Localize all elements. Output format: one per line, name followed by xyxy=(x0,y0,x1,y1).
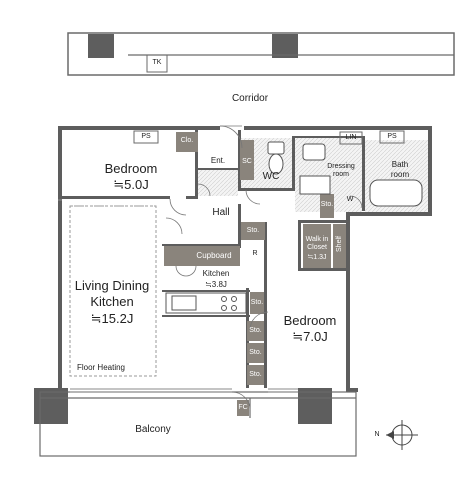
kitchen-counter xyxy=(165,292,247,314)
wc-label: WC xyxy=(262,171,280,182)
walk-in-closet-label: Walk in Closet xyxy=(305,236,329,251)
sto-dressing-label: Sto. xyxy=(320,201,334,208)
sto-hall-label: Sto. xyxy=(246,227,260,234)
column-left xyxy=(34,388,68,424)
kitchen-name: Kitchen xyxy=(202,269,230,278)
corridor-block xyxy=(67,32,455,76)
windows xyxy=(58,199,298,393)
walk-in-closet-size: ≒1.3J xyxy=(307,254,327,261)
wc-fixtures xyxy=(267,141,423,207)
cupboard-label: Cupboard xyxy=(196,251,232,260)
outer-walls xyxy=(58,126,432,392)
corridor-label: Corridor xyxy=(231,93,269,104)
dressing-room-label: Dressing room xyxy=(327,163,355,178)
tk-label: TK xyxy=(152,59,162,66)
living-name: Living Dining Kitchen xyxy=(74,278,150,309)
door-swings xyxy=(165,125,363,411)
balcony-label: Balcony xyxy=(135,424,171,435)
lin-label: LIN xyxy=(345,134,357,141)
sc-label: SC xyxy=(242,158,252,165)
floor-heating-label: Floor Heating xyxy=(76,363,126,372)
clo-label: Clo. xyxy=(180,137,194,144)
ps-left-label: PS xyxy=(141,133,151,140)
sto-3-label: Sto. xyxy=(249,371,262,378)
bath-room-label: Bath room xyxy=(390,160,410,179)
floor-heating-area xyxy=(69,205,157,377)
storage-units xyxy=(164,132,346,416)
sto-2-label: Sto. xyxy=(249,349,262,356)
ps-boxes xyxy=(133,130,405,145)
sto-kitchen-label: Sto. xyxy=(250,299,264,306)
kitchen-size: ≒3.8J xyxy=(205,280,227,289)
sto-1-label: Sto. xyxy=(249,327,262,334)
bedroom1-size: ≒5.0J xyxy=(113,177,149,192)
hall-label: Hall xyxy=(212,207,230,218)
bedroom2-name: Bedroom xyxy=(283,313,337,328)
w-label: W xyxy=(346,196,354,203)
fc-label: FC xyxy=(238,404,248,411)
column-right xyxy=(298,388,332,424)
bedroom2-size: ≒7.0J xyxy=(292,329,328,344)
refrigerator-label: R xyxy=(252,250,258,257)
entrance-label: Ent. xyxy=(210,156,226,165)
shelf-label: Shelf xyxy=(336,236,343,252)
living-size: ≒15.2J xyxy=(90,311,134,326)
bedroom1-name: Bedroom xyxy=(104,161,158,176)
north-arrow xyxy=(386,420,418,450)
north-label: N xyxy=(374,431,380,438)
ps-right-label: PS xyxy=(387,133,397,140)
